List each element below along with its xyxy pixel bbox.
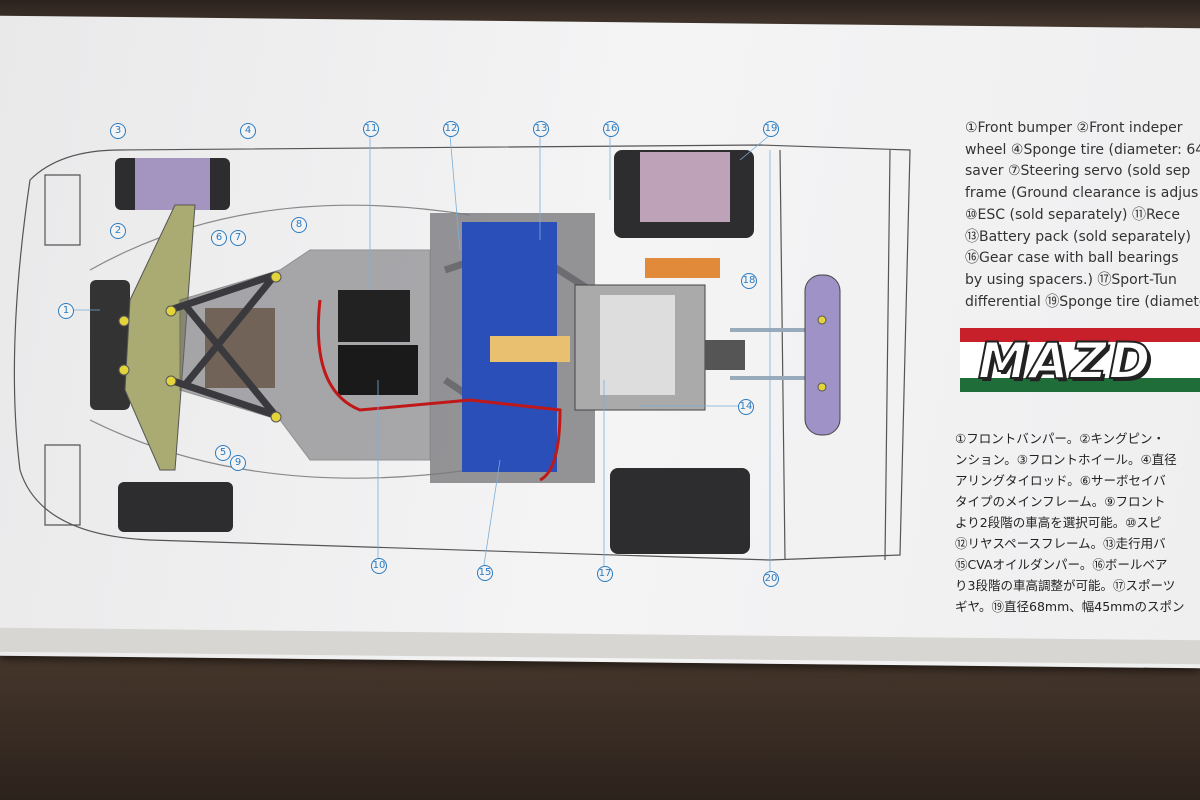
callout-7: 7 [230, 230, 246, 246]
desc-line: ンション。③フロントホイール。④直径 [955, 452, 1177, 467]
desc-line: ⑮CVAオイルダンパー。⑯ボールベア [955, 557, 1168, 572]
desc-line: ⑯Gear case with ball bearings [965, 250, 1179, 267]
rear-wing-lines [779, 149, 891, 561]
callout-1: 1 [58, 303, 74, 319]
callout-19: 19 [763, 121, 779, 137]
spur-gear [645, 258, 720, 278]
parts-description-english: ①Front bumper ②Front indeper wheel ④Spon… [965, 118, 1200, 313]
callout-13: 13 [533, 121, 549, 137]
motor [600, 295, 675, 395]
callout-14: 14 [738, 399, 754, 415]
callout-6: 6 [211, 230, 227, 246]
desc-line: り3段階の車高調整が可能。⑰スポーツ [955, 578, 1176, 593]
ball-joints [118, 271, 827, 423]
callout-17: 17 [597, 566, 613, 582]
desc-line: by using spacers.) ⑰Sport-Tun [965, 271, 1177, 288]
receiver [338, 290, 410, 342]
body-outline [13, 144, 911, 561]
callout-4: 4 [240, 123, 256, 139]
desc-line: differential ⑲Sponge tire (diamete [965, 293, 1200, 310]
desc-line: タイプのメインフレーム。⑨フロント [955, 494, 1166, 509]
front-right-wheel [118, 482, 233, 532]
front-wheel-hub [135, 158, 210, 210]
callout-10: 10 [371, 558, 387, 574]
desc-line: ⑫リヤスペースフレーム。⑬走行用バ [955, 536, 1166, 551]
desc-line: ①Front bumper ②Front indeper [965, 120, 1183, 136]
rear-wing-mount [804, 274, 841, 436]
desc-line: ⑩ESC (sold separately) ⑪Rece [965, 206, 1180, 223]
callout-11: 11 [363, 121, 379, 137]
callout-16: 16 [603, 121, 619, 137]
wires [316, 299, 562, 482]
body-vents [44, 174, 81, 526]
logo-red-stripe [960, 328, 1200, 342]
callout-12: 12 [443, 121, 459, 137]
callout-8: 8 [291, 217, 307, 233]
logo-text: MAZD [977, 331, 1153, 391]
body-contour-lines [89, 204, 471, 479]
desc-line: frame (Ground clearance is adjus [965, 185, 1199, 202]
desc-line: ギヤ。⑲直径68mm、幅45mmのスポン [955, 599, 1185, 614]
leader-lines [72, 134, 771, 571]
oil-damper [490, 336, 570, 362]
desc-line: より2段階の車高を選択可能。⑩スピ [955, 515, 1162, 530]
rear-wheel-hub [640, 152, 730, 222]
parts-description-japanese: ①フロントバンパー。②キングピン・ ンション。③フロントホイール。④直径 アリン… [955, 428, 1200, 617]
callout-2: 2 [110, 223, 126, 239]
desc-line: アリングタイロッド。⑥サーボセイバ [955, 473, 1166, 488]
callout-5: 5 [215, 445, 231, 461]
desc-line: ⑬Battery pack (sold separately) [965, 228, 1191, 245]
callout-18: 18 [741, 273, 757, 289]
wing-stays [730, 328, 805, 380]
logo-green-stripe [960, 378, 1200, 392]
front-bumper [90, 280, 130, 410]
callout-9: 9 [230, 455, 246, 471]
logo-white-band [960, 342, 1200, 378]
front-suspension [124, 204, 196, 471]
desc-line: ①フロントバンパー。②キングピン・ [955, 431, 1166, 446]
desc-line: saver ⑦Steering servo (sold sep [965, 163, 1191, 180]
rear-differential [705, 340, 745, 370]
mazda-logo: MAZD [960, 328, 1200, 392]
rear-right-wheel [610, 468, 750, 554]
callout-20: 20 [763, 571, 779, 587]
callout-3: 3 [110, 123, 126, 139]
desc-line: wheel ④Sponge tire (diameter: 64 [965, 141, 1200, 158]
callout-15: 15 [477, 565, 493, 581]
